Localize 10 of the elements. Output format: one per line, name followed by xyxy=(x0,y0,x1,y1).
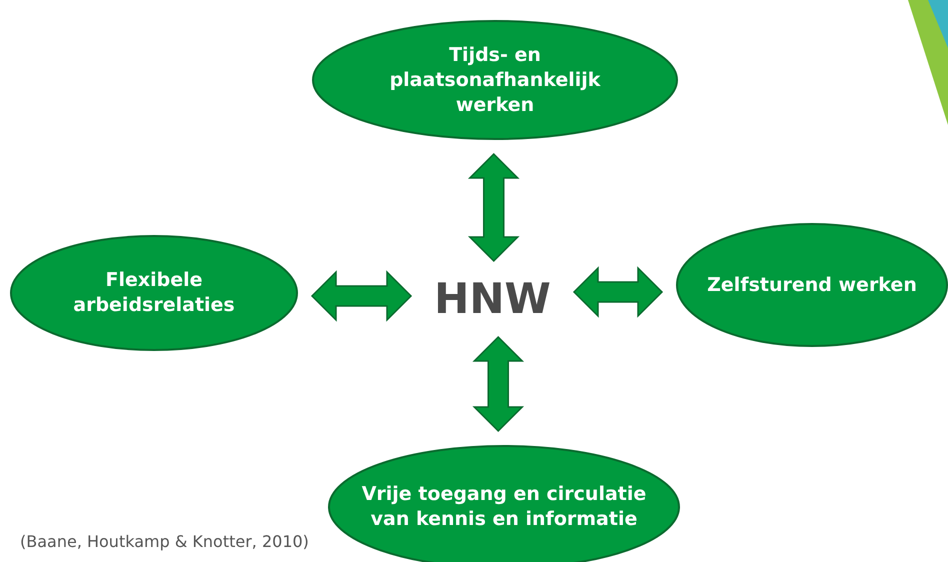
double-arrow xyxy=(572,266,664,318)
double-arrow xyxy=(468,152,520,262)
node-label: Zelfsturend werken xyxy=(706,272,918,298)
citation: (Baane, Houtkamp & Knotter, 2010) xyxy=(20,532,309,551)
double-arrow xyxy=(472,336,524,432)
center-label: HNW xyxy=(434,276,551,322)
node-label: Flexibele arbeidsrelaties xyxy=(72,268,236,318)
double-arrow xyxy=(310,270,412,322)
node-label: Vrije toegang en circulatie van kennis en informatie xyxy=(360,482,648,532)
node-label: Tijds- en plaatsonafhankelijk werken xyxy=(388,42,602,118)
